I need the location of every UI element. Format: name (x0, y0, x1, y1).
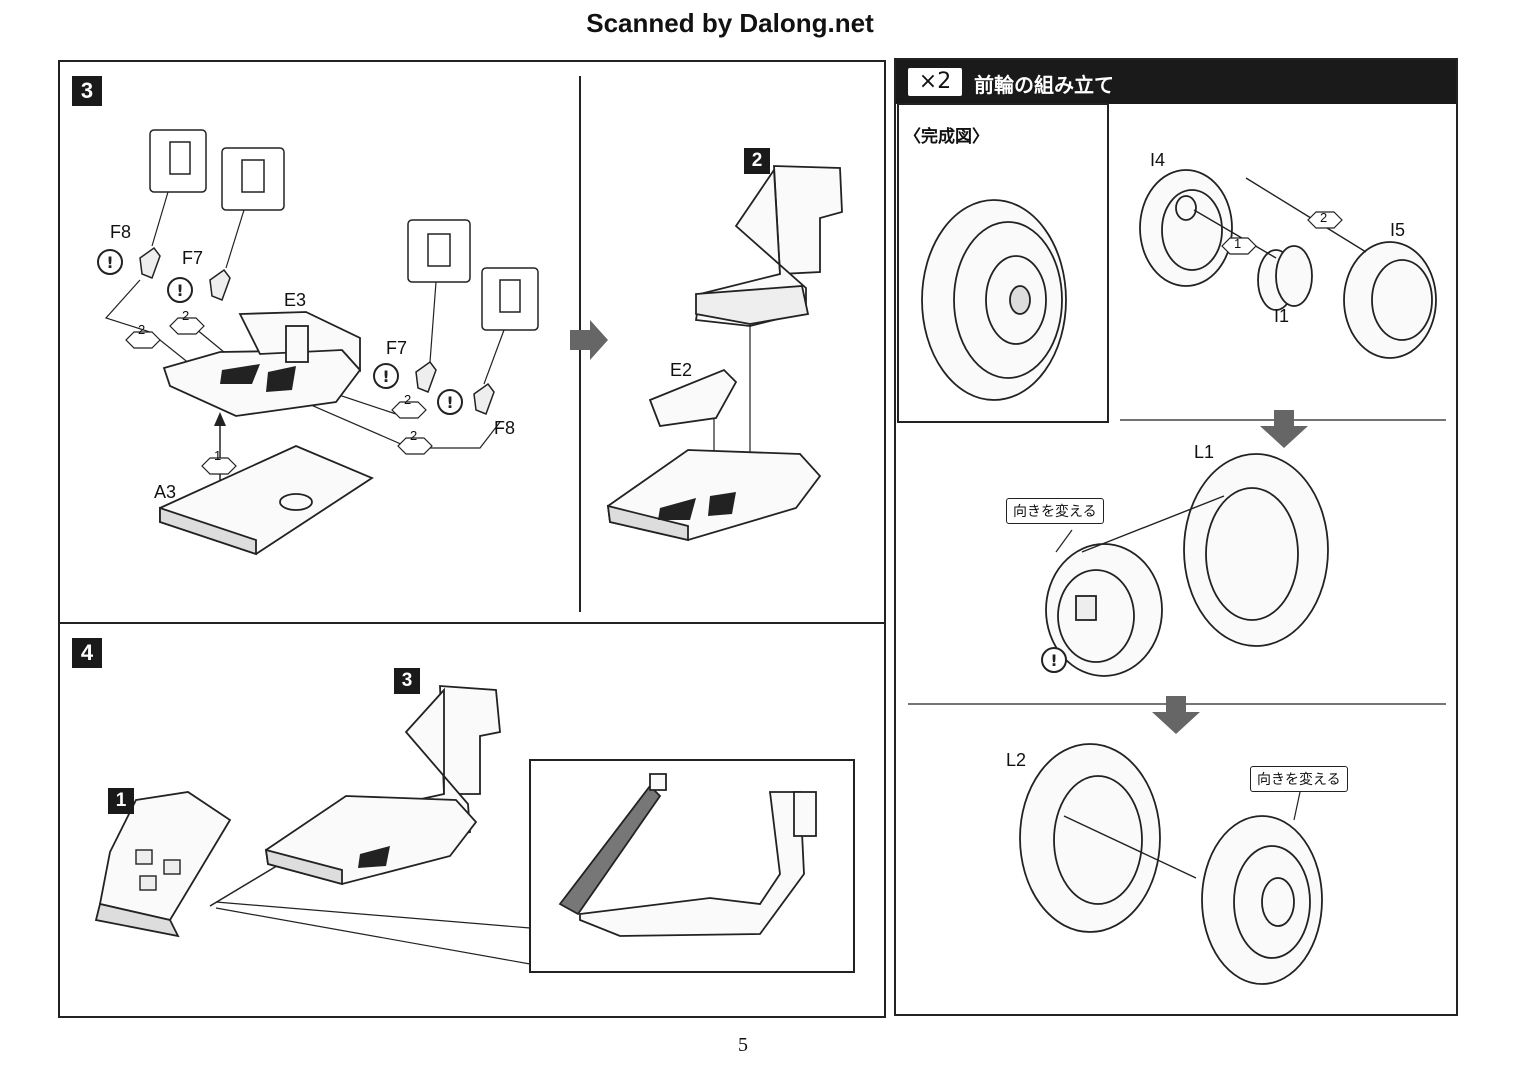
order-mark-2a: 2 (138, 322, 146, 337)
order-mark-1: 1 (214, 448, 222, 463)
svg-text:!: ! (176, 281, 183, 300)
header-bar (896, 60, 1456, 104)
callout-change-direction: 向きを変える (1250, 766, 1348, 792)
step3-panel: 3 (58, 60, 886, 624)
part-label-f7: F7 (182, 248, 204, 268)
step3-illustration: !!!! (97, 76, 843, 612)
part-label-a3: A3 (154, 482, 177, 502)
step4-illustration (94, 685, 855, 973)
svg-text:!: ! (382, 367, 389, 386)
step4-panel: 4 (58, 622, 886, 1018)
order-mark-2: 2 (1320, 210, 1328, 225)
front-wheel-panel: ×2 前輪の組み立て (894, 58, 1458, 1016)
section-title: 前輪の組み立て (974, 73, 1114, 97)
order-mark-1: 1 (1234, 236, 1242, 251)
part-label-l2: L2 (1006, 750, 1027, 770)
substep-number: 2 (744, 148, 770, 174)
step3-number: 3 (72, 76, 102, 106)
substep-1: 1 (108, 788, 134, 814)
front-wheel-illustration: ! (897, 103, 1446, 985)
watermark-text: Scanned by Dalong.net (586, 8, 874, 38)
completed-label: 〈完成図〉 (904, 127, 989, 146)
callout-change-direction: 向きを変える (1006, 498, 1104, 524)
substep-3: 3 (394, 668, 420, 694)
page-number: 5 (738, 1034, 748, 1056)
order-mark-2b: 2 (182, 308, 190, 323)
multiplier-badge: ×2 (908, 68, 962, 96)
part-label-i1: I1 (1274, 306, 1290, 326)
part-label-f8: F8 (494, 418, 516, 438)
svg-text:!: ! (106, 253, 113, 272)
order-mark-2d: 2 (410, 428, 418, 443)
part-label-i5: I5 (1390, 220, 1406, 240)
svg-text:!: ! (1050, 651, 1057, 670)
part-label-e2: E2 (670, 360, 693, 380)
part-label-f8: F8 (110, 222, 132, 242)
part-label-e3: E3 (284, 290, 307, 310)
step4-number: 4 (72, 638, 102, 668)
part-label-i4: I4 (1150, 150, 1166, 170)
svg-text:!: ! (446, 393, 453, 412)
order-mark-2c: 2 (404, 392, 412, 407)
part-label-l1: L1 (1194, 442, 1215, 462)
part-label-f7: F7 (386, 338, 408, 358)
